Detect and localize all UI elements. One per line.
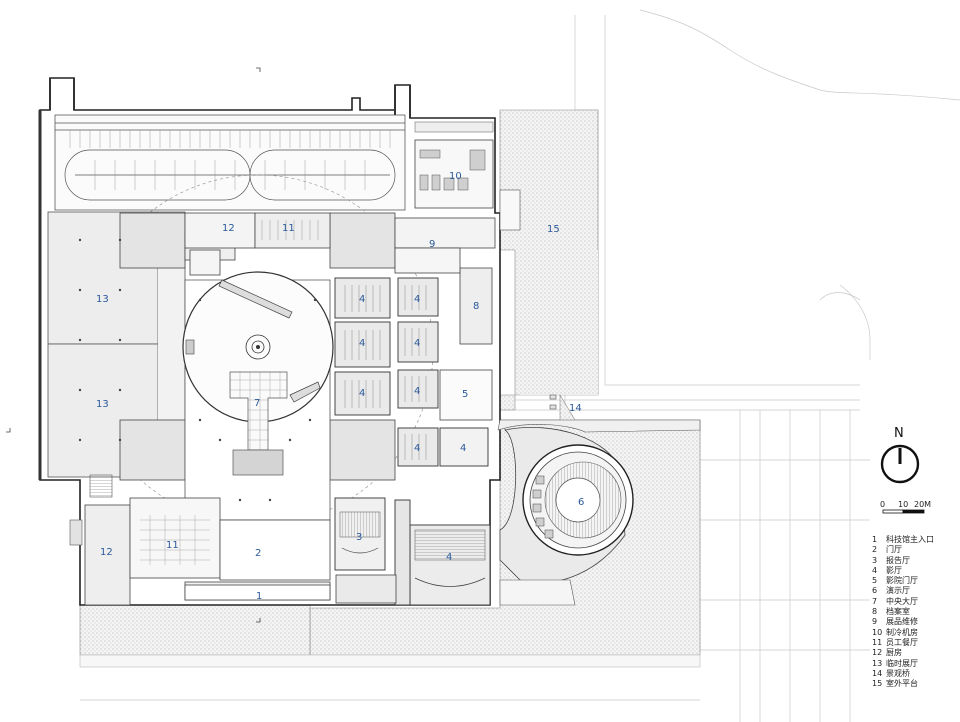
legend-item: 7 中央大厅 (872, 597, 958, 607)
room-number-1: 1 (256, 591, 262, 602)
north-arrow-icon (880, 444, 920, 484)
room-number-11b: 11 (166, 540, 179, 551)
legend-label: 景观桥 (886, 668, 910, 678)
room-number-12b: 12 (100, 547, 113, 558)
room-number-13a: 13 (96, 294, 109, 305)
room-number-6: 6 (578, 497, 584, 508)
legend-num: 8 (872, 607, 878, 617)
legend-item: 5 影院门厅 (872, 576, 958, 586)
scale-label-20m: 20M (914, 500, 932, 509)
room-number-4d: 4 (414, 338, 420, 349)
room-number-14: 14 (569, 403, 582, 414)
legend-label: 临时展厅 (886, 658, 918, 668)
scale-bar (882, 509, 925, 514)
legend-label: 科技馆主入口 (886, 535, 934, 544)
cinema-seating (344, 285, 427, 460)
legend-item: 9 展品维修 (872, 617, 958, 627)
section-marks (6, 67, 261, 623)
room-number-4a: 4 (359, 294, 365, 305)
exterior-details (69, 189, 557, 546)
room-number-8: 8 (473, 301, 479, 312)
room-number-10: 10 (449, 171, 462, 182)
legend-num: 12 (872, 648, 883, 658)
staff-dining-top (184, 212, 331, 249)
north-label: N (894, 426, 904, 441)
legend-item: 1 科技馆主入口 (872, 535, 958, 545)
scale-label-10: 10 (898, 500, 909, 509)
legend-label: 制冷机房 (886, 627, 918, 637)
room-number-3: 3 (356, 532, 362, 543)
room-number-13b: 13 (96, 399, 109, 410)
column-dots (78, 238, 317, 502)
cinema-halls (334, 277, 489, 467)
parking-area (54, 114, 406, 211)
legend-num: 14 (872, 668, 883, 678)
legend-item: 4 影厅 (872, 566, 958, 576)
room-numbers: 1 2 3 4 4 4 4 4 4 4 4 4 5 6 7 8 9 10 11 … (96, 171, 584, 602)
legend-label: 中央大厅 (886, 596, 918, 606)
legend-num: 9 (872, 617, 878, 627)
legend-label: 报告厅 (886, 555, 910, 565)
legend-num: 11 (872, 637, 883, 647)
service-cores (119, 212, 396, 481)
legend-num: 13 (872, 658, 883, 668)
room-number-11a: 11 (282, 223, 295, 234)
legend-num: 5 (872, 576, 878, 586)
legend-num: 6 (872, 586, 878, 596)
legend-num: 1 (872, 535, 878, 544)
legend-num: 3 (872, 555, 878, 565)
legend-label: 员工餐厅 (886, 637, 918, 647)
demonstration-hall (497, 419, 701, 606)
room-number-4c: 4 (359, 338, 365, 349)
legend-item: 8 档案室 (872, 607, 958, 617)
legend-label: 室外平台 (886, 679, 918, 689)
legend-label: 展品维修 (886, 617, 918, 627)
legend-num: 7 (872, 596, 878, 606)
scale-label-0: 0 (880, 500, 886, 509)
lecture-hall (334, 497, 386, 571)
legend-num: 4 (872, 565, 878, 575)
legend-item: 3 报告厅 (872, 556, 958, 566)
room-number-4g: 4 (414, 443, 420, 454)
room-number-4i: 4 (446, 552, 452, 563)
legend-label: 影院门厅 (886, 576, 918, 586)
room-number-9: 9 (429, 239, 435, 250)
legend-num: 10 (872, 627, 883, 637)
legend-item: 6 演示厅 (872, 586, 958, 596)
room-number-15: 15 (547, 224, 560, 235)
main-entrance-strip (184, 584, 331, 601)
room-number-12a: 12 (222, 223, 235, 234)
legend-label: 影厅 (886, 565, 902, 575)
room-number-5: 5 (462, 389, 468, 400)
legend-label: 演示厅 (886, 586, 910, 596)
room-number-2: 2 (255, 548, 261, 559)
legend-num: 15 (872, 679, 883, 689)
legend-num: 2 (872, 545, 878, 555)
central-hall (182, 271, 334, 521)
main-cinema (394, 499, 491, 606)
room-number-7: 7 (254, 398, 260, 409)
legend-label: 门厅 (886, 545, 902, 555)
legend-item: 2 门厅 (872, 545, 958, 555)
right-rooms (394, 121, 496, 421)
legend-label: 档案室 (886, 607, 910, 617)
legend-label: 厨房 (886, 648, 902, 658)
room-number-4b: 4 (414, 294, 420, 305)
room-number-4e: 4 (359, 388, 365, 399)
room-number-4f: 4 (414, 386, 420, 397)
room-number-4h: 4 (460, 443, 466, 454)
